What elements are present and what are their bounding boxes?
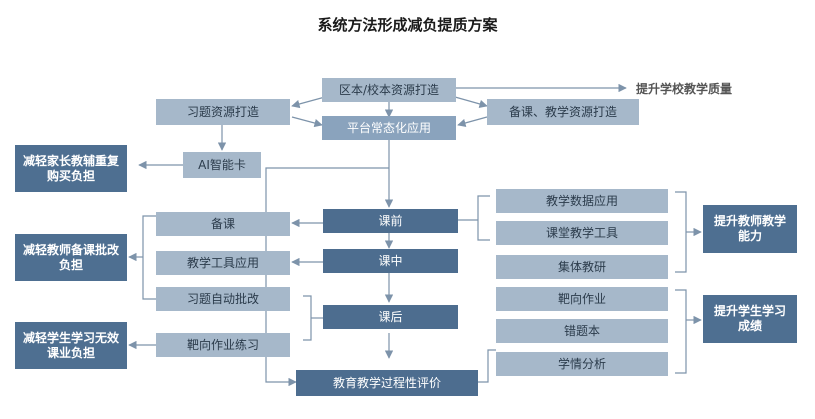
arrow-resource-to-prep <box>454 96 488 108</box>
student-result-box: 提升学生学习成绩 <box>703 295 797 343</box>
bracket-right-student <box>675 289 687 374</box>
students-burden-box: 减轻学生学习无效课业负担 <box>15 322 127 369</box>
improve-quality-label: 提升学校教学质量 <box>636 82 733 96</box>
arrow-exercise-to-platform <box>291 116 323 128</box>
stage-during-class: 课中 <box>323 249 458 273</box>
left-item-tools: 教学工具应用 <box>156 251 290 275</box>
right-item-learning-analysis: 学情分析 <box>496 352 668 376</box>
bracket-after-left <box>303 295 312 341</box>
right-item-error-book: 错题本 <box>496 319 668 343</box>
prep-build-box: 备课、教学资源打造 <box>487 99 639 125</box>
right-item-classroom-tools: 课堂教学工具 <box>496 221 668 245</box>
process-evaluation-box: 教育教学过程性评价 <box>296 370 478 396</box>
bracket-right-teacher <box>675 191 687 273</box>
right-item-targeted-homework: 靶向作业 <box>496 287 668 311</box>
page-title: 系统方法形成减负提质方案 <box>317 16 498 34</box>
stage-after-class: 课后 <box>323 305 458 329</box>
parents-burden-box: 减轻家长教辅重复购买负担 <box>15 145 127 192</box>
resource-build-box: 区本/校本资源打造 <box>322 78 456 102</box>
arrow-prep-to-platform <box>457 116 488 128</box>
arrow-resource-to-exercise <box>291 96 326 109</box>
right-item-data: 教学数据应用 <box>496 189 668 213</box>
stage-before-class: 课前 <box>323 209 458 233</box>
platform-apply-box: 平台常态化应用 <box>322 116 456 140</box>
line-eval-to-right <box>478 349 496 383</box>
left-item-prep: 备课 <box>156 212 290 236</box>
teacher-ability-box: 提升教师教学能力 <box>703 205 797 253</box>
left-item-auto-grading: 习题自动批改 <box>156 287 290 311</box>
bracket-right-data <box>477 195 490 241</box>
left-item-targeted-homework: 靶向作业练习 <box>156 333 290 357</box>
bracket-left-teacher <box>142 215 156 300</box>
ai-card-box: AI智能卡 <box>183 152 261 178</box>
teachers-burden-box: 减轻教师备课批改负担 <box>15 234 127 281</box>
right-item-collective-research: 集体教研 <box>496 255 668 279</box>
line-platform-loop-to-eval <box>265 167 389 387</box>
exercise-build-box: 习题资源打造 <box>156 99 290 125</box>
